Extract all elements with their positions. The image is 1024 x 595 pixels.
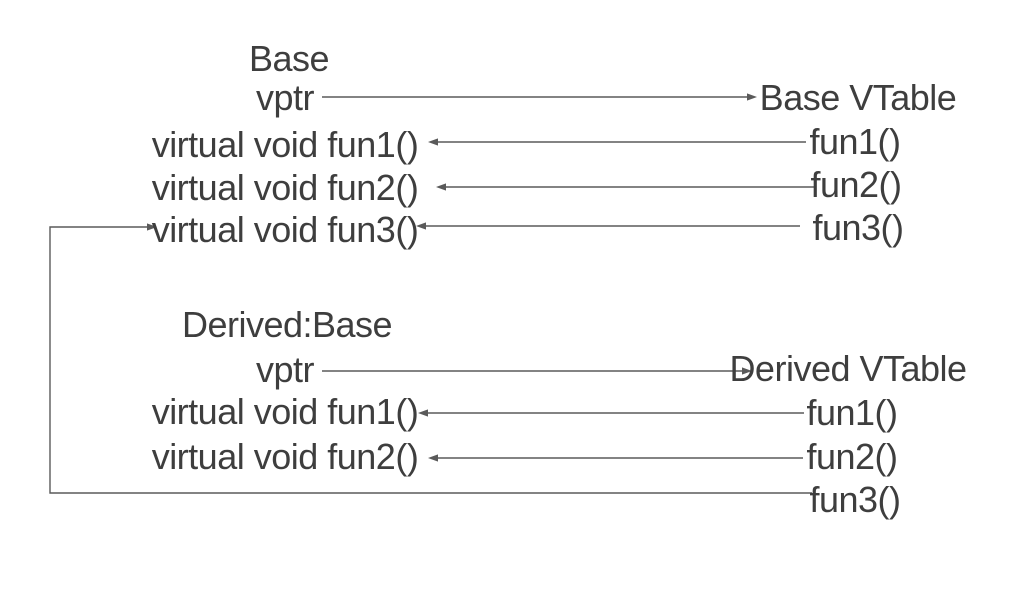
- path-derived-vtable-fun3-inherited-from-base: [49, 226, 812, 494]
- derived-class-method-fun1: virtual void fun1(): [151, 391, 419, 432]
- base-vtable-entry-fun3: fun3(): [812, 207, 904, 248]
- arrowhead-base-fun2-left: [436, 183, 446, 191]
- arrowhead-derived-fun2-left: [428, 454, 438, 462]
- arrowhead-base-vptr-right: [747, 93, 757, 101]
- arrowhead-derived-fun1-left: [418, 409, 428, 417]
- base-class-title: Base: [248, 38, 330, 79]
- base-class-method-fun3: virtual void fun3(): [151, 209, 419, 250]
- base-vtable-entry-fun1: fun1(): [809, 121, 901, 162]
- arrowhead-derived-vptr-right: [742, 367, 752, 375]
- base-class-method-fun1: virtual void fun1(): [151, 124, 419, 165]
- derived-vtable-entry-fun3: fun3(): [809, 479, 901, 520]
- derived-class-title: Derived:Base: [181, 304, 393, 345]
- derived-class-method-fun2: virtual void fun2(): [151, 436, 419, 477]
- derived-vtable-entry-fun1: fun1(): [806, 392, 898, 433]
- base-class-method-fun2: virtual void fun2(): [151, 167, 419, 208]
- arrowhead-base-fun3-virtual-right: [147, 223, 157, 231]
- arrowhead-base-fun3-left: [416, 222, 426, 230]
- base-class-vptr: vptr: [255, 77, 315, 118]
- derived-vtable-entry-fun2: fun2(): [806, 436, 898, 477]
- base-vtable-title: Base VTable: [759, 77, 957, 118]
- derived-class-vptr: vptr: [255, 349, 315, 390]
- derived-vtable-title: Derived VTable: [729, 348, 967, 389]
- arrowhead-base-fun1-left: [428, 138, 438, 146]
- base-vtable-entry-fun2: fun2(): [810, 164, 902, 205]
